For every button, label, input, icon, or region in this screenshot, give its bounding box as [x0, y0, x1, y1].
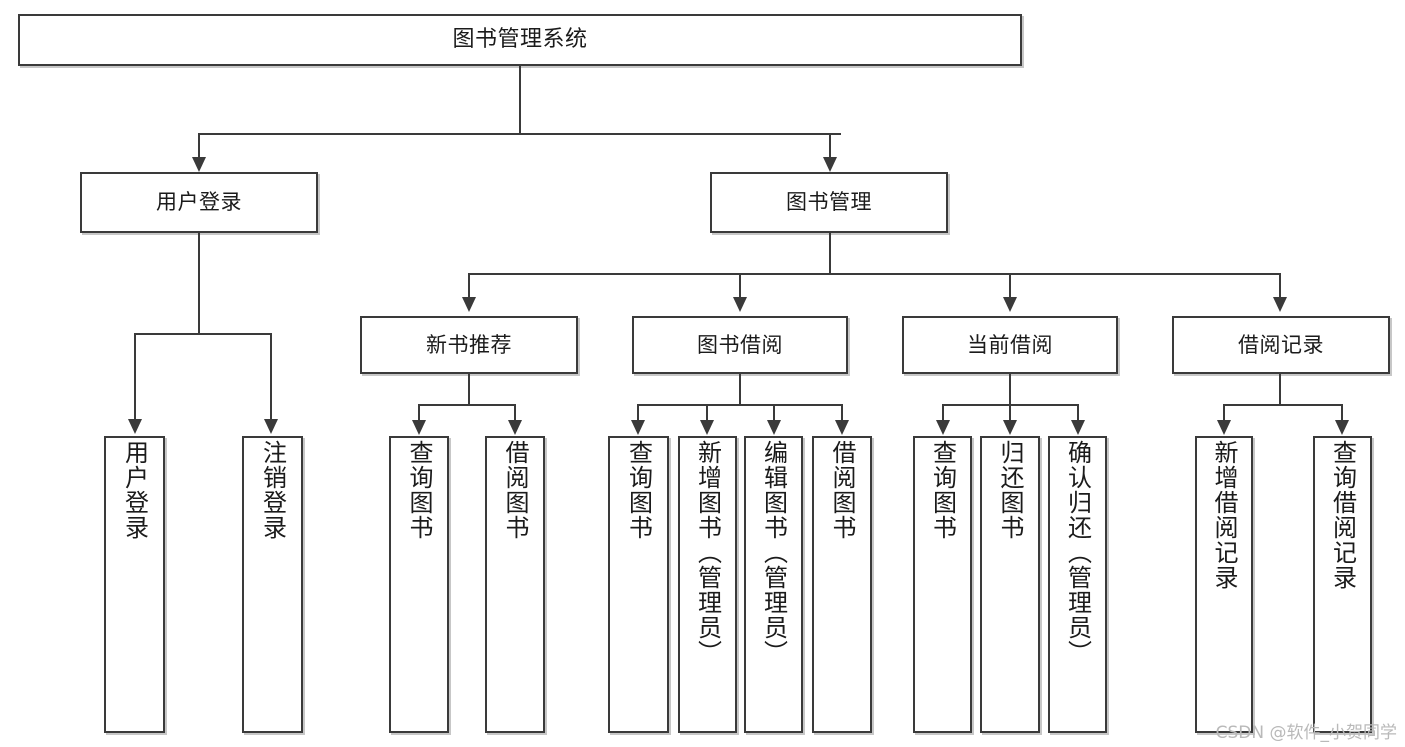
- connector-to-new-book-recommend: [468, 273, 470, 299]
- connector-cb-leaf1: [942, 404, 944, 422]
- node-user-login[interactable]: 用户登录: [80, 172, 318, 233]
- node-book-management-system[interactable]: 图书管理系统: [18, 14, 1022, 66]
- connector-root-to-book-management: [829, 133, 831, 159]
- leaf-confirm-return-admin[interactable]: 确认归还（管理员）: [1048, 436, 1107, 733]
- leaf-borrow-book-recommend[interactable]: 借阅图书: [485, 436, 545, 733]
- connector-user-login-leaf2: [270, 333, 272, 421]
- arrow-to-nbr-leaf2: [508, 420, 522, 435]
- leaf-label: 查询图书: [928, 440, 957, 540]
- csdn-watermark: CSDN @软件_小贺同学: [1215, 723, 1397, 743]
- leaf-query-borrow-record[interactable]: 查询借阅记录: [1313, 436, 1372, 733]
- connector-br-leaf2: [1341, 404, 1343, 422]
- connector-bb-leaf2: [706, 404, 708, 422]
- connector-to-borrow-record: [1279, 273, 1281, 299]
- connector-user-login-bar: [134, 333, 271, 335]
- leaf-query-book-current[interactable]: 查询图书: [913, 436, 972, 733]
- node-borrow-record[interactable]: 借阅记录: [1172, 316, 1390, 374]
- connector-user-login-stem: [198, 233, 200, 334]
- connector-root-stem: [519, 66, 521, 134]
- arrow-to-br-leaf2: [1335, 420, 1349, 435]
- node-current-borrow[interactable]: 当前借阅: [902, 316, 1118, 374]
- arrow-to-br-leaf1: [1217, 420, 1231, 435]
- leaf-query-book-recommend[interactable]: 查询图书: [389, 436, 449, 733]
- arrow-to-book-borrow: [733, 297, 747, 312]
- leaf-logout[interactable]: 注销登录: [242, 436, 303, 733]
- leaf-label: 借阅图书: [828, 440, 856, 540]
- arrow-to-logout-leaf: [264, 419, 278, 434]
- arrow-to-nbr-leaf1: [412, 420, 426, 435]
- connector-to-current-borrow: [1009, 273, 1011, 299]
- leaf-label: 归还图书: [996, 440, 1024, 540]
- leaf-add-book-admin[interactable]: 新增图书（管理员）: [678, 436, 737, 733]
- arrow-to-cb-leaf1: [936, 420, 950, 435]
- node-label: 图书管理系统: [452, 27, 588, 53]
- connector-to-book-borrow: [739, 273, 741, 299]
- connector-nbr-leaf2: [514, 404, 516, 422]
- leaf-label: 确认归还（管理员）: [1063, 440, 1092, 665]
- node-label: 图书管理: [786, 190, 872, 215]
- connector-new-book-recommend-bar: [418, 404, 516, 406]
- node-label: 当前借阅: [967, 332, 1053, 357]
- arrow-to-bb-leaf4: [835, 420, 849, 435]
- node-label: 用户登录: [156, 190, 242, 215]
- leaf-label: 查询借阅记录: [1328, 440, 1357, 590]
- leaf-label: 新增借阅记录: [1210, 440, 1238, 590]
- leaf-label: 查询图书: [624, 440, 653, 540]
- node-label: 图书借阅: [697, 332, 783, 357]
- arrow-to-cb-leaf2: [1003, 420, 1017, 435]
- arrow-to-book-management: [823, 157, 837, 172]
- arrow-to-current-borrow: [1003, 297, 1017, 312]
- connector-br-leaf1: [1223, 404, 1225, 422]
- node-label: 新书推荐: [426, 332, 512, 357]
- connector-user-login-leaf1: [134, 333, 136, 421]
- leaf-label: 用户登录: [120, 440, 149, 540]
- arrow-to-cb-leaf3: [1071, 420, 1085, 435]
- arrow-to-borrow-record: [1273, 297, 1287, 312]
- connector-bb-leaf1: [637, 404, 639, 422]
- connector-borrow-record-stem: [1279, 374, 1281, 406]
- connector-root-bar: [198, 133, 841, 135]
- leaf-edit-book-admin[interactable]: 编辑图书（管理员）: [744, 436, 803, 733]
- arrow-to-bb-leaf1: [631, 420, 645, 435]
- node-book-borrow[interactable]: 图书借阅: [632, 316, 848, 374]
- arrow-to-user-login: [192, 157, 206, 172]
- leaf-label: 注销登录: [258, 440, 287, 540]
- connector-bb-leaf3: [773, 404, 775, 422]
- connector-root-to-user-login: [198, 133, 200, 159]
- connector-nbr-leaf1: [418, 404, 420, 422]
- connector-book-borrow-stem: [739, 374, 741, 406]
- leaf-borrow-book[interactable]: 借阅图书: [812, 436, 872, 733]
- connector-borrow-record-bar: [1223, 404, 1343, 406]
- node-new-book-recommend[interactable]: 新书推荐: [360, 316, 578, 374]
- node-label: 借阅记录: [1238, 332, 1324, 357]
- leaf-label: 查询图书: [405, 440, 433, 540]
- connector-current-borrow-stem: [1009, 374, 1011, 406]
- arrow-to-user-login-leaf: [128, 419, 142, 434]
- arrow-to-bb-leaf2: [700, 420, 714, 435]
- leaf-add-borrow-record[interactable]: 新增借阅记录: [1195, 436, 1253, 733]
- leaf-return-book[interactable]: 归还图书: [980, 436, 1040, 733]
- connector-cb-leaf2: [1009, 404, 1011, 422]
- connector-cb-leaf3: [1077, 404, 1079, 422]
- connector-level3-bar: [468, 273, 1280, 275]
- connector-bb-leaf4: [841, 404, 843, 422]
- leaf-label: 借阅图书: [501, 440, 529, 540]
- node-book-management[interactable]: 图书管理: [710, 172, 948, 233]
- connector-book-management-stem: [829, 233, 831, 275]
- arrow-to-new-book-recommend: [462, 297, 476, 312]
- connector-book-borrow-bar: [637, 404, 843, 406]
- leaf-user-login[interactable]: 用户登录: [104, 436, 165, 733]
- connector-new-book-recommend-stem: [468, 374, 470, 406]
- leaf-label: 新增图书（管理员）: [693, 440, 722, 665]
- leaf-query-book-borrow[interactable]: 查询图书: [608, 436, 669, 733]
- arrow-to-bb-leaf3: [767, 420, 781, 435]
- leaf-label: 编辑图书（管理员）: [759, 440, 788, 665]
